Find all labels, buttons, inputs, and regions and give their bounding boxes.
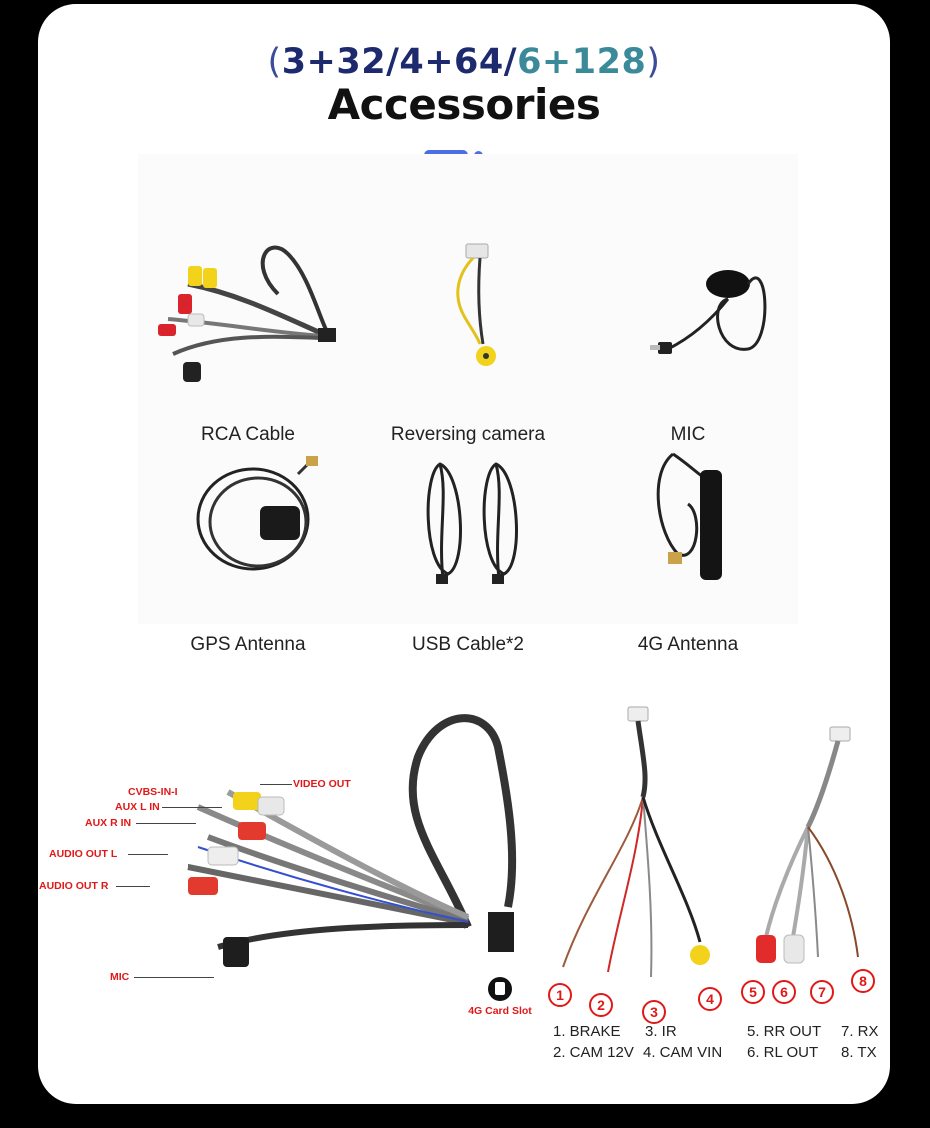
label-aux-l-in: AUX L IN — [115, 801, 160, 813]
pin-label-3: 3. IR — [645, 1023, 677, 1040]
pin-label-7: 7. RX — [841, 1023, 879, 1040]
leader-line — [136, 823, 196, 824]
pin-harness-illustration — [562, 706, 859, 978]
pin-number-8: 8 — [851, 969, 875, 993]
variant-3-32: 3+32 — [281, 42, 387, 82]
leader-line — [128, 854, 168, 855]
pin-number-6: 6 — [772, 980, 796, 1004]
accessory-item-reversing-camera: Reversing camera — [358, 194, 578, 445]
variant-heading: (3+32/4+64/6+128) — [267, 42, 661, 82]
accessory-item-gps-antenna: GPS Antenna — [138, 404, 358, 655]
sim-card-icon — [488, 977, 512, 1001]
leader-line — [260, 784, 292, 785]
accessory-label: MIC — [670, 424, 706, 445]
pin-number-1: 1 — [548, 983, 572, 1007]
variant-4-64: 4+64 — [399, 42, 504, 82]
pin-label-5: 5. RR OUT — [747, 1023, 822, 1040]
accessory-grid: RCA Cable Reversing camera MI — [138, 154, 798, 655]
mic-icon — [650, 270, 767, 354]
pin-label-4: 4. CAM VIN — [643, 1044, 723, 1061]
label-mic: MIC — [110, 971, 130, 983]
rca-cable-icon — [158, 245, 336, 382]
pin-number-5: 5 — [741, 980, 765, 1004]
page-title: Accessories — [327, 80, 601, 129]
label-video-out: VIDEO OUT — [293, 778, 351, 790]
wiring-diagram-section: CVBS-IN-I VIDEO OUT AUX L IN AUX R IN AU… — [38, 687, 890, 1097]
accessory-item-4g-antenna: 4G Antenna — [578, 404, 798, 655]
pin-label-2: 2. CAM 12V — [553, 1044, 634, 1061]
label-aux-r-in: AUX R IN — [85, 817, 132, 829]
accessory-label: Reversing camera — [390, 424, 546, 445]
gps-antenna-icon — [196, 456, 318, 571]
pin-number-3: 3 — [642, 1000, 666, 1024]
accessories-card: (3+32/4+64/6+128) Accessories RCA Cable — [38, 4, 890, 1104]
label-cvbs-in: CVBS-IN-I — [128, 786, 178, 798]
leader-line — [162, 807, 222, 808]
label-audio-out-r: AUDIO OUT R — [39, 880, 109, 892]
accessory-label: GPS Antenna — [190, 634, 306, 655]
pin-label-6: 6. RL OUT — [747, 1044, 819, 1061]
accessory-label: USB Cable*2 — [412, 634, 524, 655]
pin-label-8: 8. TX — [841, 1044, 877, 1061]
pin-label-1: 1. BRAKE — [553, 1023, 621, 1040]
accessory-item-rca-cable: RCA Cable — [138, 194, 358, 445]
accessory-item-usb-cable: USB Cable*2 — [358, 404, 578, 655]
reversing-camera-cable-icon — [456, 243, 496, 366]
label-audio-out-l: AUDIO OUT L — [49, 848, 118, 860]
pin-number-7: 7 — [810, 980, 834, 1004]
pin-number-2: 2 — [589, 993, 613, 1017]
label-4g-card-slot: 4G Card Slot — [468, 1005, 532, 1017]
leader-line — [134, 977, 214, 978]
usb-cable-icon — [426, 462, 518, 584]
variant-6-128: 6+128 — [517, 42, 647, 82]
rca-harness-illustration — [187, 714, 517, 967]
4g-antenna-icon — [656, 452, 722, 580]
pin-number-4: 4 — [698, 987, 722, 1011]
accessory-item-mic: MIC — [578, 194, 798, 445]
leader-line — [116, 886, 150, 887]
accessory-label: RCA Cable — [201, 424, 295, 445]
accessory-label: 4G Antenna — [637, 634, 739, 655]
